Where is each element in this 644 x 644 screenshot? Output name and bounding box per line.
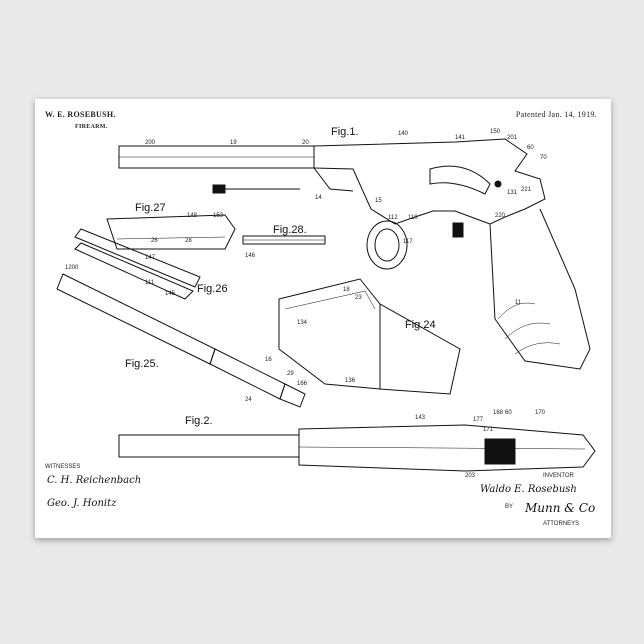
patent-drawing: Fig.1. Fig.2. Fig.24 Fig.25. Fig.26 Fig.… [35,99,611,538]
ref-number: 221 [521,187,532,193]
ref-number: 177 [473,417,484,423]
ref-number: 29 [287,371,294,377]
ref-number: 200 [145,140,156,146]
witness-2-signature: Geo. J. Honitz [47,498,116,509]
ref-number: 134 [297,320,308,326]
witness-1-signature: C. H. Reichenbach [47,475,141,486]
ref-number: 147 [145,255,156,261]
fig24-label: Fig.24 [405,319,436,331]
witnesses-label: WITNESSES [45,464,80,470]
fig24-part [279,279,460,394]
ref-number: 136 [345,378,356,384]
fig27-part [107,215,235,249]
patent-poster: W. E. ROSEBUSH. FIREARM. Patented Jan. 1… [35,99,611,538]
fig2-label: Fig.2. [185,415,213,427]
ref-number: 70 [540,155,547,161]
ref-number: 166 [297,381,308,387]
ref-number: 60 [527,145,534,151]
ref-number: 1200 [65,265,79,271]
ref-number: 28 [185,238,192,244]
ref-number: 111 [145,280,155,286]
ref-number: 203 [465,473,476,479]
ref-number: 170 [535,410,546,416]
ref-number: 140 [398,131,409,137]
fig1-label: Fig.1. [331,126,359,138]
ref-number: 112 [388,215,398,221]
fig1-barrel [119,146,314,193]
ref-number: 19 [230,140,237,146]
fig28-part [243,236,325,244]
fig26-part [75,229,200,299]
ref-number: 150 [490,129,501,135]
ref-number: 110 [408,215,418,221]
ref-number: 117 [403,239,413,245]
ref-number: 131 [507,190,518,196]
attorney-signature: Munn & Co [525,501,595,515]
ref-number: 60 [505,410,512,416]
ref-number: 18 [343,287,350,293]
ref-number: 26 [151,238,158,244]
fig26-label: Fig.26 [197,283,228,295]
ref-number: 145 [165,291,176,297]
ref-number: 168 [493,410,504,416]
ref-number: 171 [483,427,494,433]
ref-number: 220 [495,213,506,219]
attorneys-label: ATTORNEYS [543,521,579,527]
fig1-frame [314,139,590,369]
fig27-label: Fig.27 [135,202,166,214]
ref-number: 141 [455,135,466,141]
fig25-label: Fig.25. [125,358,159,370]
ref-number: 153 [213,213,224,219]
ref-number: 143 [415,415,426,421]
ref-number: 146 [245,253,256,259]
fig28-label: Fig.28. [273,224,307,236]
ref-number: 201 [507,135,518,141]
inventor-label: INVENTOR [543,473,574,479]
ref-number: 15 [375,198,382,204]
ref-number: 14 [315,195,322,201]
by-label: BY [505,504,513,510]
ref-number: 11 [515,300,522,306]
ref-number: 20 [302,140,309,146]
ref-number: 23 [355,295,362,301]
ref-number: 148 [187,213,198,219]
ref-number: 16 [265,357,272,363]
fig25-part [57,274,305,407]
inventor-signature: Waldo E. Rosebush [480,484,577,495]
fig2-plan [119,425,595,471]
ref-number: 24 [245,397,252,403]
